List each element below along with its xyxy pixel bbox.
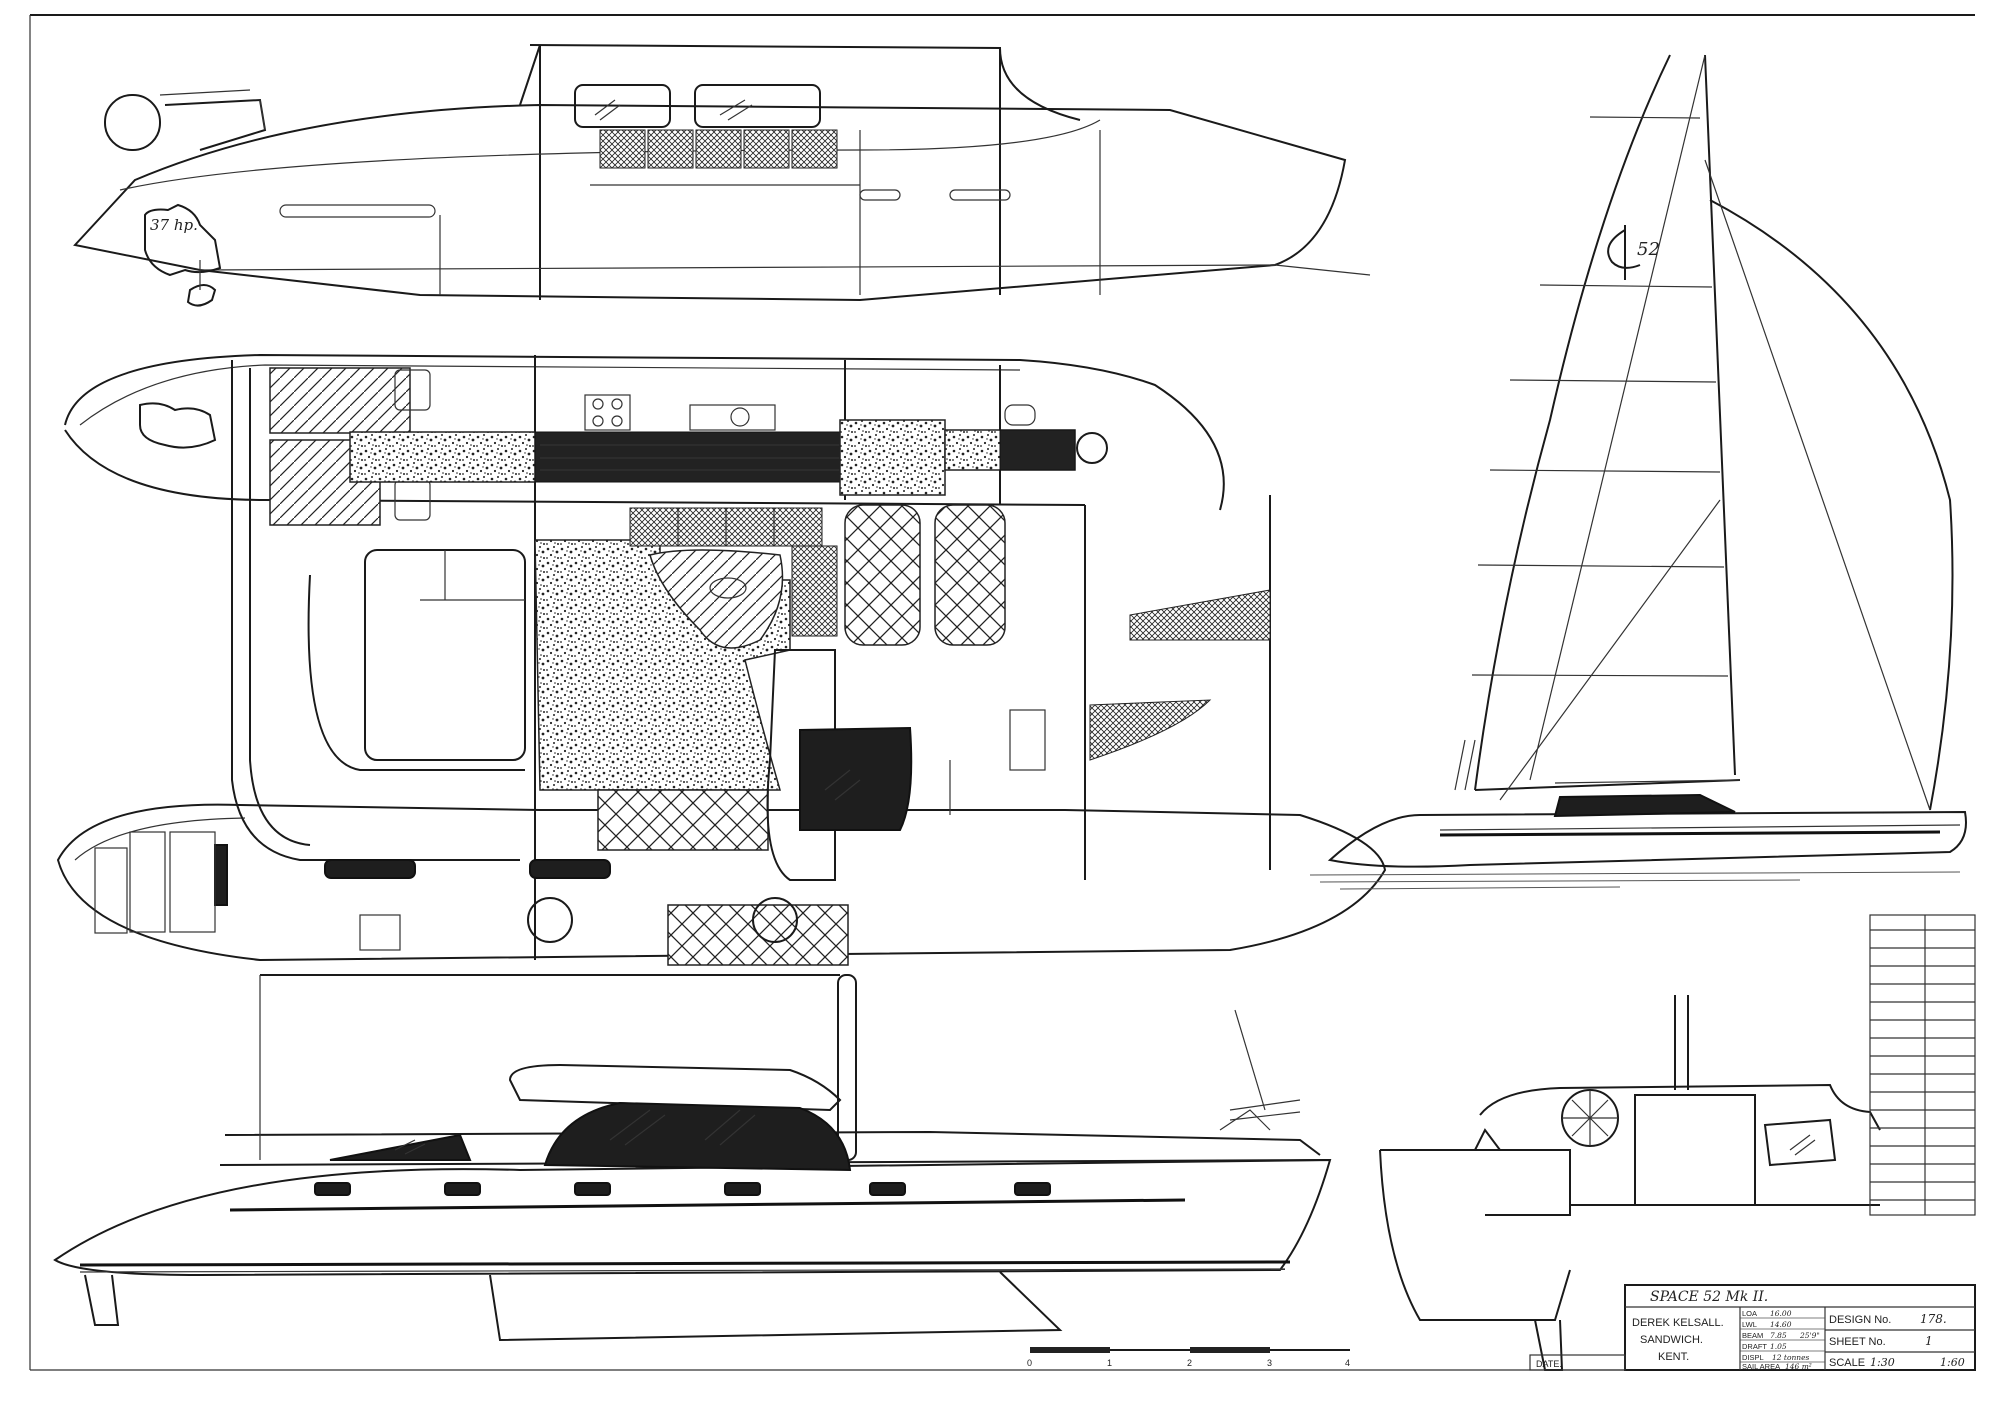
svg-text:52: 52 (1637, 239, 1660, 260)
sail-plan: 52 (1309, 54, 1967, 890)
svg-text:DRAFT: DRAFT (1742, 1342, 1767, 1351)
svg-text:16.00: 16.00 (1770, 1309, 1792, 1318)
scale-tick-2: 2 (1187, 1358, 1192, 1368)
scale-tick-1: 1 (1107, 1358, 1112, 1368)
scale-value-secondary: 1:60 (1940, 1356, 1965, 1369)
svg-text:25'9": 25'9" (1799, 1331, 1820, 1340)
waterline-ripples (1309, 871, 1961, 890)
designer-town: SANDWICH. (1640, 1334, 1703, 1346)
svg-text:1.05: 1.05 (1770, 1342, 1787, 1351)
hull-portlights (314, 1182, 1051, 1196)
transverse-section (1379, 995, 1881, 1371)
svg-text:LOA: LOA (1742, 1309, 1757, 1318)
project-title: SPACE 52 Mk II. (1650, 1289, 1768, 1305)
hull-interior-profile: 37 hp. (73, 44, 1371, 307)
design-no-label: DESIGN No. (1829, 1314, 1891, 1326)
scale-tick-3: 3 (1267, 1358, 1272, 1368)
sail-insignia: 52 (1607, 225, 1660, 280)
sheet-no-value: 1 (1925, 1334, 1933, 1348)
svg-text:146 m²: 146 m² (1785, 1362, 1812, 1371)
sheet-no-label: SHEET No. (1829, 1336, 1886, 1348)
scale-bar: 0 1 2 3 4 (1027, 1347, 1350, 1368)
svg-text:DISPL: DISPL (1742, 1353, 1764, 1362)
designer-county: KENT. (1658, 1351, 1689, 1363)
svg-text:SAIL AREA: SAIL AREA (1742, 1362, 1780, 1371)
settee-cushions (599, 129, 838, 169)
svg-text:7.85: 7.85 (1770, 1331, 1787, 1340)
svg-text:14.60: 14.60 (1770, 1320, 1792, 1329)
scale-tick-4: 4 (1345, 1358, 1350, 1368)
scale-label: SCALE (1829, 1357, 1865, 1369)
saloon-settee (629, 507, 838, 637)
title-block[interactable]: DATE. SPACE 52 Mk II. DEREK KELSALL. SAN… (1529, 914, 1976, 1371)
svg-text:LWL: LWL (1742, 1320, 1757, 1329)
svg-text:12 tonnes: 12 tonnes (1772, 1353, 1810, 1362)
svg-text:BEAM: BEAM (1742, 1331, 1763, 1340)
engine-hp-note: 37 hp. (150, 216, 198, 234)
date-label: DATE. (1536, 1359, 1562, 1369)
accommodation-plan (56, 353, 1387, 966)
sheet-border (29, 14, 1975, 1371)
spec-table: LOA 16.00 LWL 14.60 BEAM 7.85 25'9" DRAF… (1742, 1309, 1820, 1371)
design-no-value: 178. (1920, 1312, 1947, 1326)
scale-value-primary: 1:30 (1870, 1356, 1895, 1369)
engine-outline (144, 203, 222, 277)
revision-table (1869, 914, 1976, 1216)
side-elevation (53, 974, 1332, 1342)
designer-name: DEREK KELSALL. (1632, 1317, 1724, 1329)
scale-tick-0: 0 (1027, 1358, 1032, 1368)
